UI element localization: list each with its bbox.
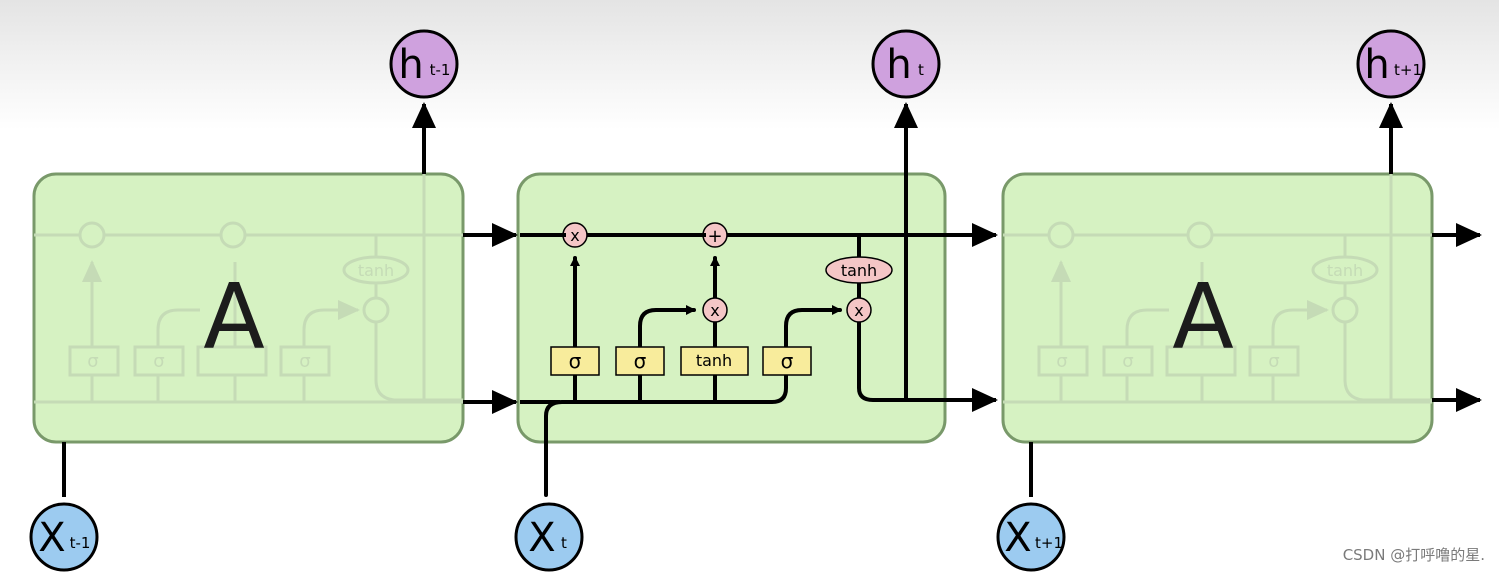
output-node-h-t1: h t+1 (1356, 29, 1426, 99)
input-x-t-sub: t (561, 534, 567, 552)
input-multiply-label: x (710, 301, 719, 320)
input-node-x-t1: X t+1 (996, 502, 1066, 572)
input-node-x-t: X t (514, 502, 584, 572)
output-h-t1-main: h (1364, 42, 1389, 88)
cell-tanh-op (825, 256, 893, 284)
forget-multiply-label: x (570, 226, 579, 245)
candidate-gate-box (680, 346, 749, 376)
output-h-t-main: h (886, 42, 911, 88)
input-x-t-1-sub: t-1 (70, 534, 91, 552)
output-h-t-sub: t (918, 61, 924, 79)
right-faded-input-gate-label: σ (1122, 351, 1133, 372)
output-multiply-label: x (854, 301, 863, 320)
forget-gate-label: σ (569, 349, 582, 373)
output-multiply-op (846, 297, 872, 323)
right-cell-faded-internals (1003, 174, 1432, 404)
output-node-h-t-1: h t-1 (389, 29, 459, 99)
gate-boxes (550, 346, 812, 376)
left-cell-label: A (203, 265, 265, 370)
input-x-t-1-main: X (38, 515, 65, 561)
input-x-t1-main: X (1004, 515, 1031, 561)
output-h-t-1-sub: t-1 (430, 61, 451, 79)
candidate-gate-label: tanh (696, 351, 732, 370)
input-gate-box (615, 346, 665, 376)
output-gate-label: σ (781, 349, 794, 373)
left-faded-tanh-label: tanh (358, 261, 394, 280)
input-node-x-t-1: X t-1 (29, 502, 99, 572)
cell-add-label: + (707, 226, 722, 247)
middle-cell-wires (544, 172, 908, 497)
left-cell-faded-internals (34, 174, 463, 404)
right-faded-tanh-label: tanh (1327, 261, 1363, 280)
right-cell: σ σ σ tanh A (1001, 172, 1434, 444)
right-cell-label: A (1172, 265, 1234, 370)
left-faded-output-gate-label: σ (299, 351, 310, 372)
output-nodes: h t-1 h t h t+1 (389, 29, 1426, 99)
watermark: CSDN @打呼噜的星. (1342, 546, 1485, 564)
right-faded-forget-gate-label: σ (1056, 351, 1067, 372)
input-gate-label: σ (634, 349, 647, 373)
inter-cell-connections (62, 102, 1482, 497)
output-gate-box (762, 346, 812, 376)
forget-gate-box (550, 346, 600, 376)
right-faded-output-gate-label: σ (1268, 351, 1279, 372)
middle-cell: σ σ tanh σ x + x x tanh (516, 172, 947, 497)
left-faded-input-gate-label: σ (153, 351, 164, 372)
output-node-h-t: h t (871, 29, 941, 99)
cell-tanh-label: tanh (841, 261, 877, 280)
left-faded-forget-gate-label: σ (87, 351, 98, 372)
input-multiply-op (702, 297, 728, 323)
left-cell: σ σ σ tanh A (32, 172, 465, 444)
input-x-t-main: X (528, 515, 555, 561)
input-nodes: X t-1 X t X t+1 (29, 502, 1066, 572)
output-h-t1-sub: t+1 (1394, 61, 1422, 79)
input-x-t1-sub: t+1 (1035, 534, 1063, 552)
output-h-t-1-main: h (398, 42, 423, 88)
